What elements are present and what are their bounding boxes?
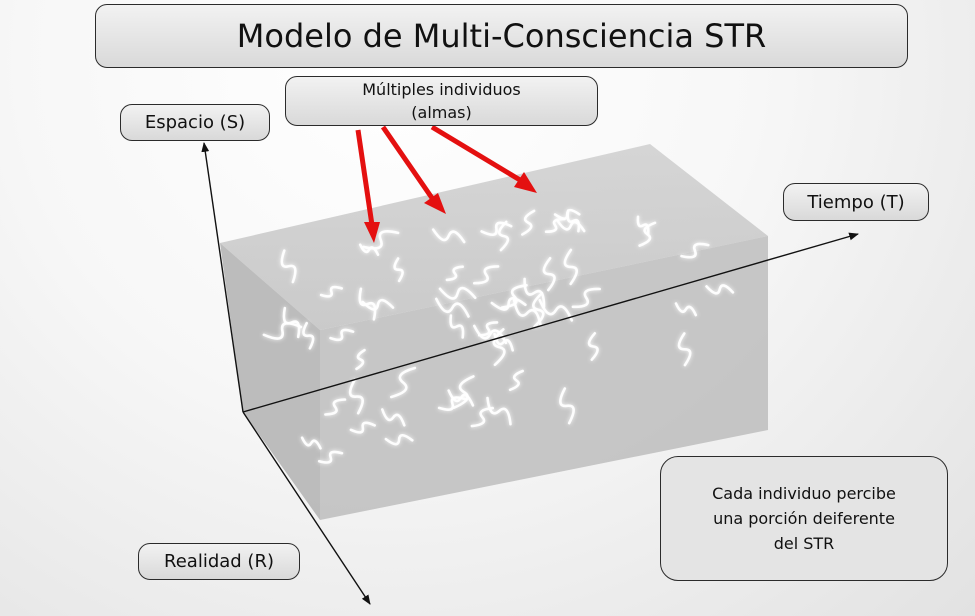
soul-squiggle xyxy=(636,215,650,236)
soul-squiggle xyxy=(587,332,599,361)
soul-squiggle xyxy=(571,287,601,309)
soul-squiggle xyxy=(445,265,464,282)
axes xyxy=(201,142,859,605)
soul-squiggle xyxy=(566,209,581,233)
note-line-3: del STR xyxy=(773,534,835,553)
soul-squiggle xyxy=(452,375,475,409)
block-top-face xyxy=(220,144,768,330)
soul-squiggle xyxy=(492,328,506,367)
arrow-1 xyxy=(355,129,380,243)
page-title: Modelo de Multi-Consciencia STR xyxy=(236,17,767,55)
soul-squiggle xyxy=(638,221,657,247)
soul-squiggle xyxy=(447,389,475,407)
soul-squiggle xyxy=(512,299,542,327)
soul-squiggle xyxy=(523,277,546,308)
souls-label-line-1: Múltiples individuos xyxy=(362,80,521,99)
soul-squiggle xyxy=(500,284,528,309)
soul-squiggle xyxy=(393,257,404,283)
soul-squiggle xyxy=(538,298,574,322)
soul-squiggle xyxy=(477,321,499,337)
soul-squiggle xyxy=(361,298,395,311)
soul-squiggle xyxy=(300,436,322,450)
soul-squiggle xyxy=(498,220,510,252)
soul-squiggle xyxy=(302,321,315,350)
soul-squiggle xyxy=(358,243,380,256)
soul-squiggle xyxy=(563,248,579,286)
souls-label-line-2: (almas) xyxy=(411,103,472,122)
soul-squiggle xyxy=(262,321,303,340)
soul-squiggles xyxy=(262,208,735,464)
time-axis-label: Tiempo (T) xyxy=(783,183,929,221)
time-axis xyxy=(242,232,859,413)
spacetime-block xyxy=(220,144,768,520)
soul-squiggle xyxy=(435,297,470,318)
soul-squiggle xyxy=(674,302,698,317)
reality-axis-text: Realidad (R) xyxy=(164,551,274,572)
soul-squiggle xyxy=(349,421,376,434)
soul-squiggle xyxy=(705,284,735,295)
soul-squiggle xyxy=(381,408,406,427)
space-axis-label: Espacio (S) xyxy=(120,104,270,141)
soul-squiggle xyxy=(559,387,575,425)
soul-squiggle xyxy=(493,332,514,352)
arrow-2 xyxy=(380,125,446,214)
time-axis-text: Tiempo (T) xyxy=(807,191,905,213)
soul-squiggle xyxy=(438,286,477,300)
soul-squiggle xyxy=(437,396,467,411)
soul-squiggle xyxy=(329,328,355,342)
soul-squiggle xyxy=(390,366,417,399)
soul-squiggle xyxy=(480,221,513,236)
soul-squiggle xyxy=(449,314,465,339)
soul-squiggle xyxy=(348,378,364,415)
soul-squiggle xyxy=(319,285,343,298)
soul-squiggle xyxy=(508,369,524,392)
soul-squiggle xyxy=(384,433,414,446)
soul-squiggle xyxy=(677,332,692,367)
block-side-face xyxy=(220,243,320,520)
soul-squiggle xyxy=(324,398,347,416)
soul-arrows xyxy=(355,124,537,243)
note-line-2: una porción deiferente xyxy=(713,509,895,528)
souls-label-box: Múltiples individuos (almas) xyxy=(285,76,598,126)
title-box: Modelo de Multi-Consciencia STR xyxy=(95,4,908,68)
soul-squiggle xyxy=(431,228,466,244)
reality-axis xyxy=(242,411,371,605)
reality-axis-label: Realidad (R) xyxy=(138,543,300,580)
soul-squiggle xyxy=(470,406,494,428)
note-box: Cada individuo percibe una porción deife… xyxy=(660,456,948,581)
arrow-3 xyxy=(430,124,537,193)
soul-squiggle xyxy=(542,257,556,292)
space-axis xyxy=(201,142,244,413)
soul-squiggle xyxy=(486,396,512,426)
soul-squiggle xyxy=(680,242,710,259)
soul-squiggle xyxy=(280,249,297,284)
soul-squiggle xyxy=(532,291,545,328)
soul-squiggle xyxy=(544,217,566,233)
block-front-face xyxy=(320,236,768,520)
note-line-1: Cada individuo percibe xyxy=(712,484,896,503)
soul-squiggle xyxy=(473,265,500,285)
soul-squiggle xyxy=(355,348,366,371)
space-axis-text: Espacio (S) xyxy=(144,112,246,133)
soul-squiggle xyxy=(317,450,344,464)
soul-squiggle xyxy=(521,209,536,236)
